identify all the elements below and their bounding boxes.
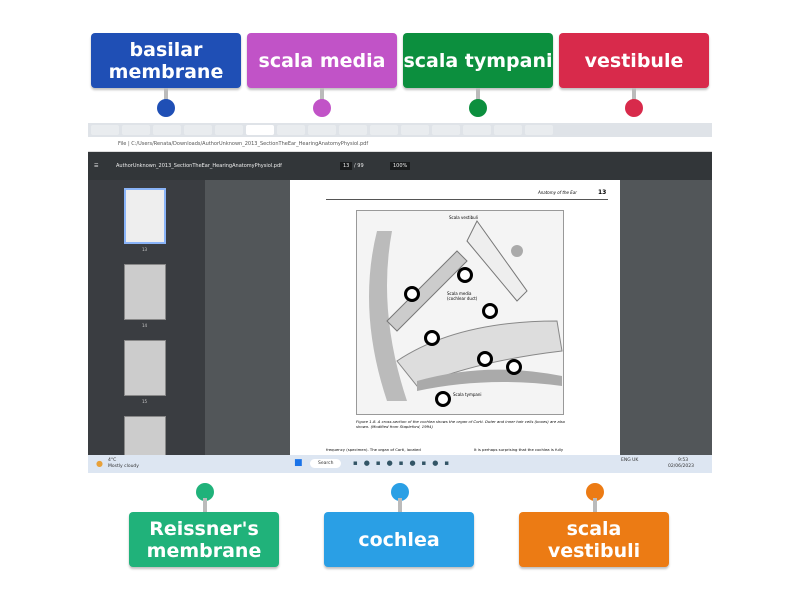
body-text: frequency (specimen). The organ of Corti… [326, 447, 421, 452]
taskbar-search[interactable]: Search [310, 459, 342, 468]
pin-dot[interactable] [313, 99, 331, 117]
tab [215, 125, 243, 135]
figure-label: Scala vestibuli [449, 215, 478, 220]
thumbnail-sidebar: 13 14 15 [88, 180, 205, 472]
windows-start-icon[interactable]: ■ [294, 458, 303, 468]
tab [370, 125, 398, 135]
pdf-toolbar: ☰ AuthorUnknown_2013_SectionTheEar_Heari… [88, 152, 712, 180]
drop-marker[interactable] [404, 286, 420, 302]
tab [91, 125, 119, 135]
language: ENG UK [621, 458, 639, 463]
drop-marker[interactable] [482, 303, 498, 319]
tab [525, 125, 553, 135]
drop-marker[interactable] [435, 391, 451, 407]
tab [277, 125, 305, 135]
label-scala-vestibuli[interactable]: scala vestibuli [519, 512, 669, 567]
menu-icon: ☰ [94, 163, 99, 169]
taskbar-app-icons[interactable]: ▪●▪●▪●▪●▪ [353, 459, 456, 467]
tab [184, 125, 212, 135]
pdf-title: AuthorUnknown_2013_SectionTheEar_Hearing… [116, 163, 282, 169]
pin-line [593, 498, 597, 512]
pin-line [632, 88, 636, 102]
clock-time: 9:53 [678, 458, 689, 463]
pin-dot[interactable] [391, 483, 409, 501]
page-total: / 99 [354, 163, 364, 169]
tab [308, 125, 336, 135]
page-number: 13 [340, 162, 353, 170]
weather-desc: Mostly cloudy [108, 464, 139, 469]
weather-temp: 4°C [108, 458, 117, 463]
thumbnail [124, 264, 166, 320]
pin-dot[interactable] [586, 483, 604, 501]
figure-label: Scala tympani [453, 392, 482, 397]
pin-line [320, 88, 324, 102]
cochlea-diagram [369, 220, 563, 401]
label-scala-tympani[interactable]: scala tympani [403, 33, 553, 88]
thumbnail [124, 340, 166, 396]
body-text: It is perhaps surprising that the cochle… [474, 447, 564, 452]
drop-marker[interactable] [477, 351, 493, 367]
label-vestibule[interactable]: vestibule [559, 33, 709, 88]
tab [432, 125, 460, 135]
browser-tab-bar [88, 123, 712, 137]
cochlea-figure: Scala vestibuli Scala media (cochlear du… [356, 210, 564, 415]
tab [494, 125, 522, 135]
pin-dot[interactable] [196, 483, 214, 501]
tab [122, 125, 150, 135]
thumb-label: 15 [142, 399, 148, 404]
thumb-label: 13 [142, 247, 148, 252]
figure-caption: Figure 1-8. A cross-section of the cochl… [356, 419, 566, 429]
pin-dot[interactable] [157, 99, 175, 117]
pin-line [398, 498, 402, 512]
tab-active [246, 125, 274, 135]
drop-marker[interactable] [457, 267, 473, 283]
page-header: Anatomy of the Ear [538, 190, 577, 195]
tab [401, 125, 429, 135]
screenshot: File | C:/Users/Renata/Downloads/AuthorU… [88, 123, 712, 473]
pin-dot[interactable] [469, 99, 487, 117]
weather-icon: ● [96, 459, 103, 468]
page-number-label: 13 [598, 189, 607, 196]
label-cochlea[interactable]: cochlea [324, 512, 474, 567]
pdf-page: Anatomy of the Ear 13 Scala vestibuli Sc… [290, 180, 620, 455]
label-reissners-membrane[interactable]: Reissner's membrane [129, 512, 279, 567]
drop-marker[interactable] [506, 359, 522, 375]
address-bar: File | C:/Users/Renata/Downloads/AuthorU… [88, 137, 712, 152]
label-scala-media[interactable]: scala media [247, 33, 397, 88]
figure-label: Scala media (cochlear duct) [447, 291, 478, 301]
thumbnail [124, 188, 166, 244]
drop-marker[interactable] [424, 330, 440, 346]
pin-line [203, 498, 207, 512]
pin-line [476, 88, 480, 102]
tab [463, 125, 491, 135]
clock-date: 02/06/2023 [668, 464, 694, 469]
pin-line [164, 88, 168, 102]
tab [339, 125, 367, 135]
header-rule [326, 199, 608, 200]
zoom-level: 100% [390, 162, 411, 170]
tab [153, 125, 181, 135]
pin-dot[interactable] [625, 99, 643, 117]
thumb-label: 14 [142, 323, 148, 328]
label-basilar-membrane[interactable]: basilar membrane [91, 33, 241, 88]
taskbar: ● 4°C Mostly cloudy ■ Search ▪●▪●▪●▪●▪ E… [88, 455, 712, 473]
